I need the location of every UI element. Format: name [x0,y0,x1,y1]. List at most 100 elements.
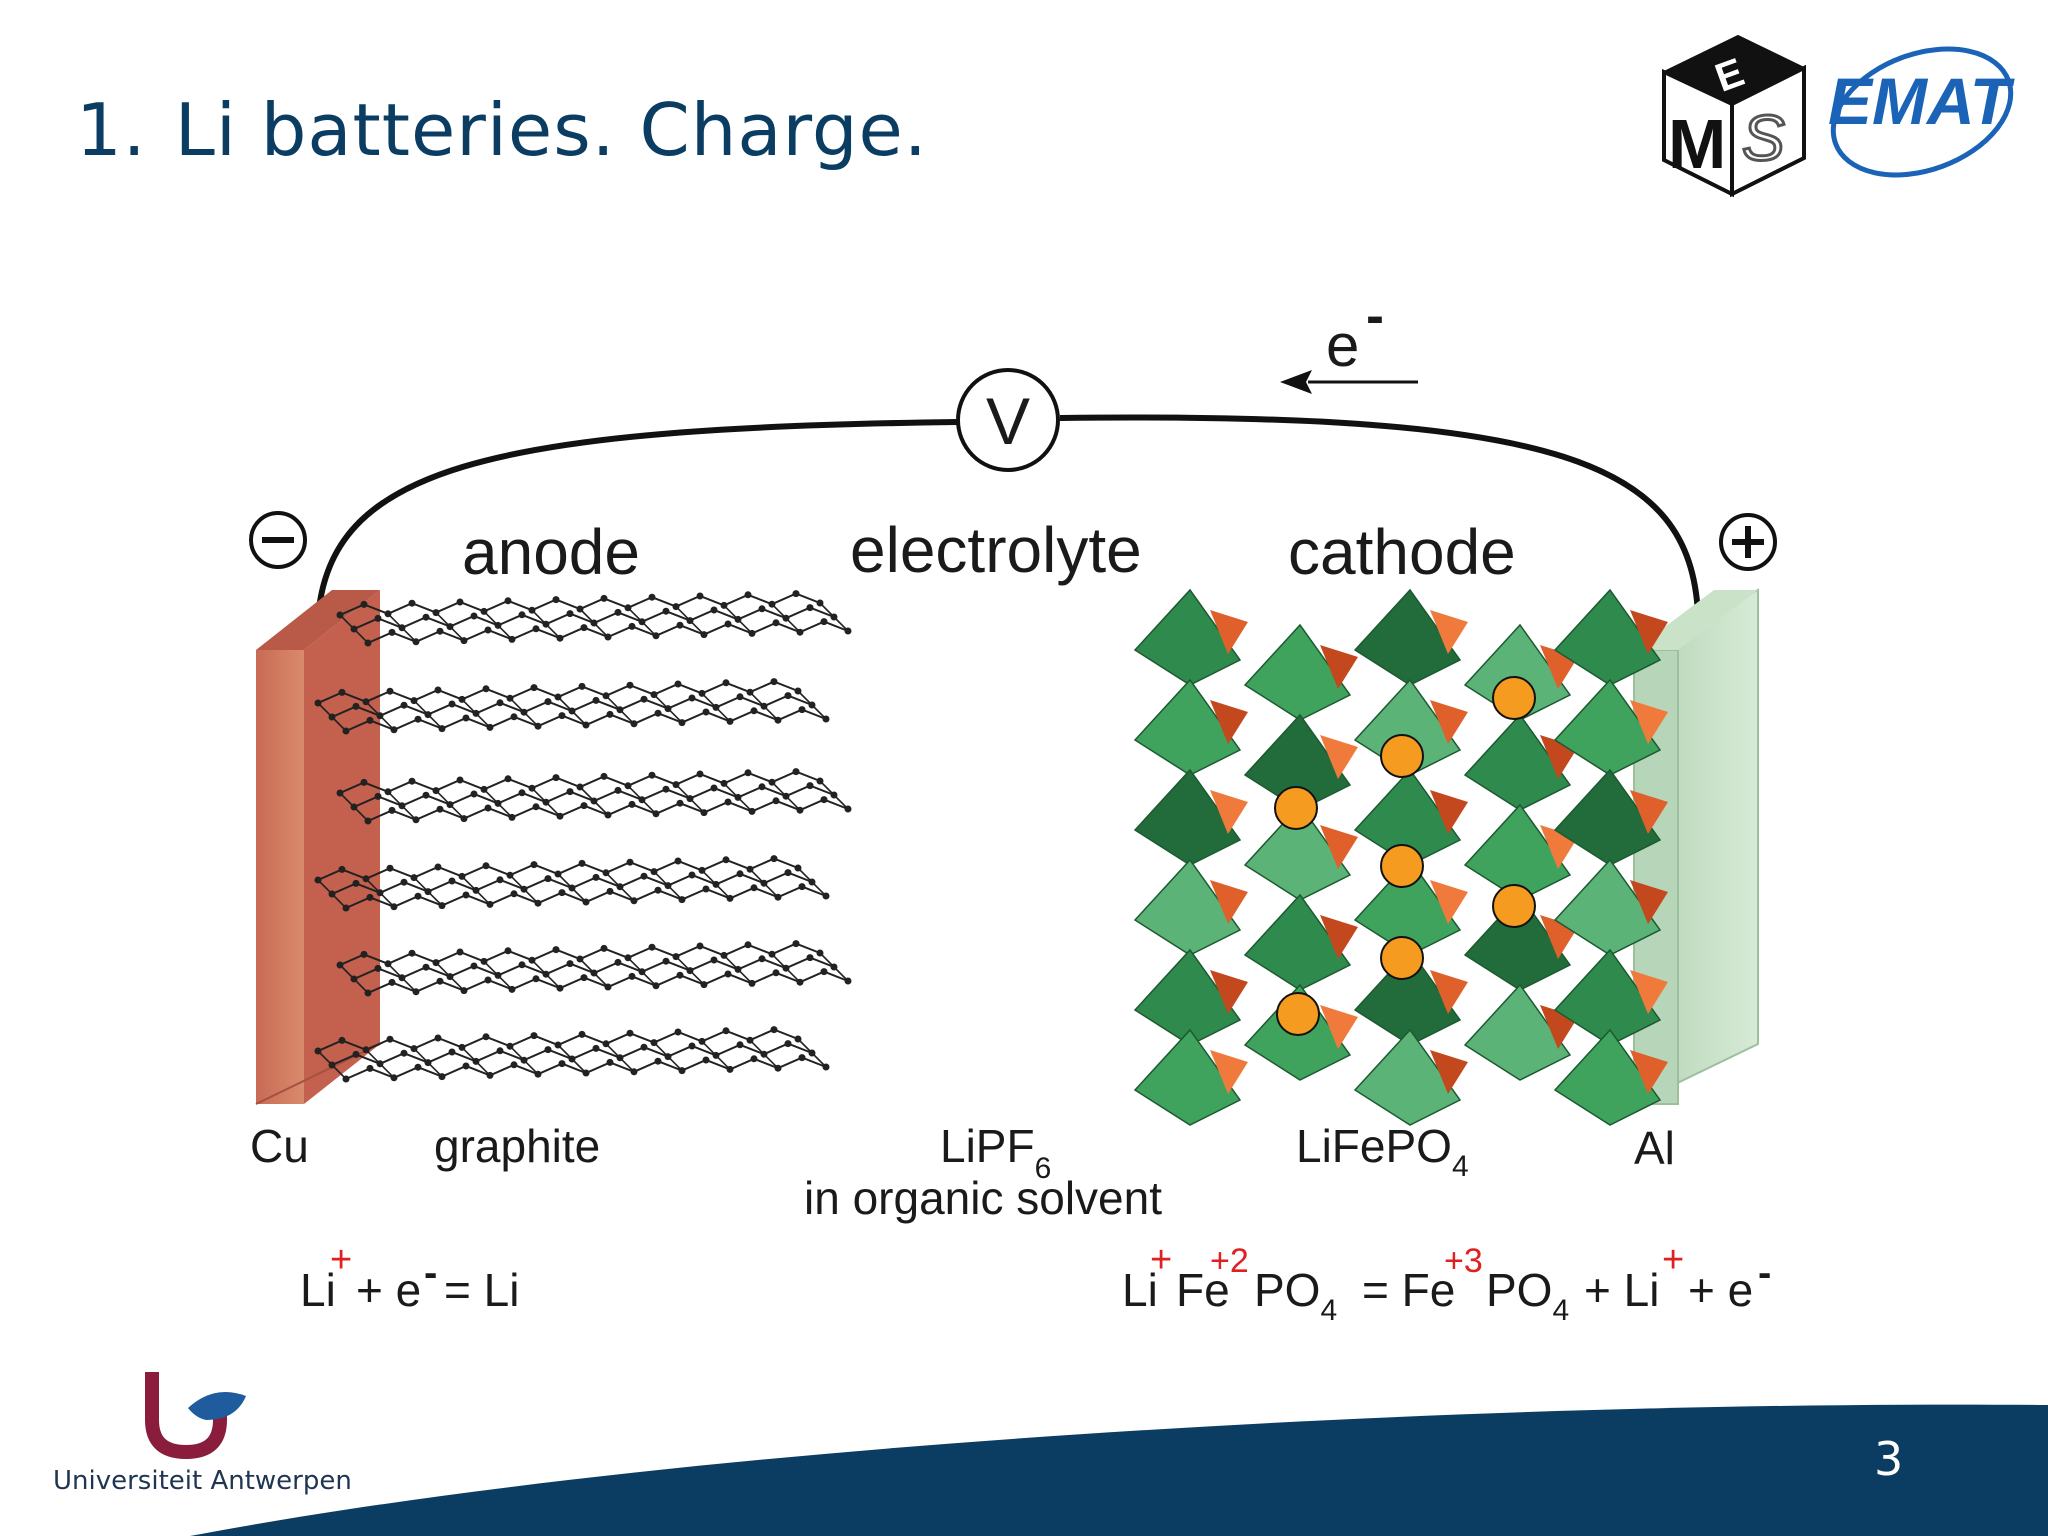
anode-reaction-li: Li [300,1264,336,1316]
footer-wave [190,1404,2048,1536]
po4-tetrahedron [1630,790,1668,834]
circuit-wire-right [1059,414,1701,615]
feo6-tetrahedron [1353,588,1462,686]
university-logo-icon [145,1372,246,1460]
plus-terminal-icon [1719,513,1777,571]
cathode-reaction-e-sup: - [1758,1251,1771,1295]
anode-reaction-e-sup: - [424,1251,437,1295]
feo6-tetrahedron [1243,803,1352,901]
graphite-layer [314,1026,830,1083]
graphite-label: graphite [434,1120,600,1172]
graphite-layer [314,678,830,735]
po4-tetrahedron [1320,915,1358,959]
feo6-tetrahedron [1243,893,1352,991]
anode-reaction-plus: + e [356,1264,421,1316]
cathode-reaction-li2-charge: + [1662,1239,1684,1281]
cathode-reaction-po1-base: PO [1254,1264,1320,1316]
li-ion [1492,676,1536,720]
mems-letter-s: S [1742,102,1785,174]
feo6-tetrahedron [1463,713,1572,811]
cathode-reaction-li-charge: + [1150,1239,1172,1281]
feo6-tetrahedron [1133,1028,1242,1126]
graphite-layer [336,590,852,647]
cathode-reaction-tail: + Li [1584,1264,1659,1316]
graphite-layer [314,855,830,912]
cathode-reaction-po1-sub: 4 [1320,1294,1337,1327]
po4-tetrahedron [1630,1050,1668,1094]
po4-tetrahedron [1430,1050,1468,1094]
lipf6-label: LiPF6 [940,1120,1051,1185]
page-number: 3 [1874,1432,1904,1486]
lipf6-base: LiPF [940,1120,1035,1172]
copper-electrode [255,590,381,1105]
lifepo4-label: LiFePO4 [1296,1120,1469,1183]
cathode-reaction-equals: = Fe [1362,1264,1455,1316]
electron-flow-symbol: e [1326,312,1359,379]
feo6-tetrahedron [1133,678,1242,776]
li-ion [1492,884,1536,928]
feo6-tetrahedron [1133,948,1242,1046]
emat-text: EMAT [1828,64,2015,138]
cathode-reaction-li: Li [1122,1264,1158,1316]
feo6-tetrahedron [1553,1028,1662,1126]
po4-tetrahedron [1210,970,1248,1014]
mems-logo: E M S [1661,34,1807,198]
feo6-tetrahedron [1553,948,1662,1046]
feo6-tetrahedron [1553,678,1662,776]
feo6-tetrahedron [1553,588,1662,686]
po4-tetrahedron [1630,970,1668,1014]
anode-reaction-li-charge: + [330,1239,352,1281]
li-ion [1380,936,1424,980]
voltmeter-symbol: V [986,384,1030,458]
graphite-layers [314,590,852,1083]
feo6-tetrahedron [1353,1028,1462,1126]
po4-tetrahedron [1320,825,1358,869]
po4-tetrahedron [1430,880,1468,924]
po4-tetrahedron [1430,700,1468,744]
cathode-reaction-po1: PO4 [1254,1264,1337,1327]
li-ion [1274,786,1318,830]
feo6-tetrahedron [1553,768,1662,866]
aluminium-electrode [1633,588,1759,1106]
electrolyte-label: electrolyte [850,514,1142,586]
li-ion [1276,992,1320,1036]
anode-reaction-equals: = Li [444,1264,519,1316]
anode-label: anode [462,516,640,588]
electron-flow-arrow: e - [1280,286,1418,394]
cathode-reaction-fe1-charge: +2 [1210,1242,1249,1280]
po4-tetrahedron [1630,700,1668,744]
cathode-reaction-e: + e [1688,1264,1753,1316]
po4-tetrahedron [1630,610,1668,654]
feo6-tetrahedron [1133,768,1242,866]
cathode-reaction-fe2-charge: +3 [1444,1242,1483,1280]
voltmeter: V [956,368,1060,472]
feo6-tetrahedron [1463,983,1572,1081]
solvent-label: in organic solvent [804,1172,1162,1224]
lifepo4-base: LiFePO [1296,1120,1452,1172]
feo6-tetrahedron [1553,858,1662,956]
slide-title: 1. Li batteries. Charge. [76,88,928,172]
cathode-reaction: Li + Fe +2 PO4 = Fe +3 PO4 + Li + + e - [1122,1239,1771,1327]
po4-tetrahedron [1210,1050,1248,1094]
po4-tetrahedron [1320,735,1358,779]
slide-title-text: Li batteries. Charge. [174,88,928,172]
graphite-layer [336,940,852,997]
lipf6-sub: 6 [1035,1152,1052,1185]
minus-terminal-icon [249,511,307,569]
feo6-tetrahedron [1133,858,1242,956]
li-ion [1380,734,1424,778]
slide-number-prefix: 1. [76,88,147,172]
al-label: Al [1634,1122,1675,1174]
electron-flow-sup: - [1366,286,1384,346]
po4-tetrahedron [1210,700,1248,744]
po4-tetrahedron [1210,790,1248,834]
cu-label: Cu [250,1120,309,1172]
cathode-reaction-po2: PO4 [1486,1264,1569,1327]
cathode-reaction-po2-sub: 4 [1552,1294,1569,1327]
university-name: Universiteit Antwerpen [53,1466,352,1496]
po4-tetrahedron [1210,610,1248,654]
po4-tetrahedron [1430,610,1468,654]
graphite-layer [336,768,852,825]
po4-tetrahedron [1430,970,1468,1014]
